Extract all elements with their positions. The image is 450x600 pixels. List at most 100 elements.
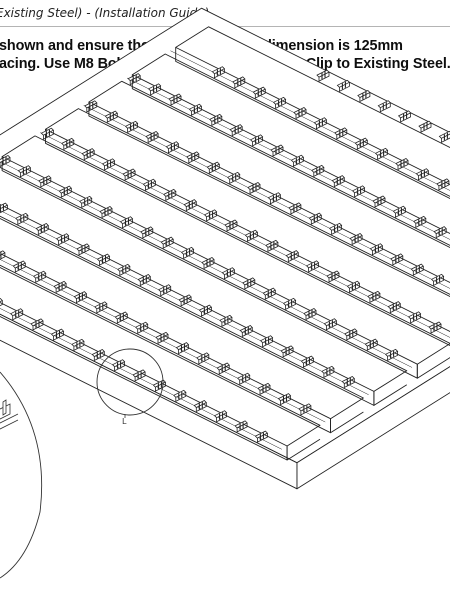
fixing-clip xyxy=(145,131,159,144)
fixing-clip xyxy=(300,355,315,368)
detail-view-arc xyxy=(0,371,43,579)
fixing-clip xyxy=(38,175,52,188)
fixing-clip xyxy=(193,400,207,413)
fixing-clip xyxy=(346,280,361,293)
fixing-clip xyxy=(288,202,302,215)
fixing-clip xyxy=(305,260,320,273)
fixing-clip xyxy=(17,165,32,178)
fixing-clip xyxy=(390,253,404,266)
fixing-clip xyxy=(308,212,322,225)
bay-inner-face xyxy=(330,411,364,434)
fixing-clip xyxy=(341,376,355,389)
fixing-clip xyxy=(213,410,228,423)
fixing-clip xyxy=(436,178,450,191)
fixing-clip xyxy=(209,113,223,127)
fixing-clip xyxy=(165,141,180,154)
fixing-clip xyxy=(313,117,328,130)
fixing-clip xyxy=(0,250,6,260)
fixing-clip xyxy=(433,226,447,239)
fixing-clip xyxy=(58,185,72,198)
fixing-clip xyxy=(33,270,47,283)
fixing-clip xyxy=(114,311,128,324)
fixing-clip xyxy=(0,202,9,214)
fixing-clip xyxy=(323,318,338,331)
fixing-clip xyxy=(178,294,192,307)
fixing-clip xyxy=(99,206,113,219)
fixing-clip xyxy=(407,311,422,324)
fixing-clip xyxy=(438,130,450,143)
fixing-clip xyxy=(227,171,241,184)
fixing-clip xyxy=(354,137,368,150)
fixing-clip xyxy=(137,274,151,287)
fixing-clip xyxy=(124,120,139,133)
fixing-clip xyxy=(272,96,287,109)
fixing-clip xyxy=(175,342,190,355)
fixing-clip xyxy=(216,362,230,375)
fixing-clip xyxy=(84,100,98,113)
fixing-clip xyxy=(229,124,243,137)
fixing-clip xyxy=(316,69,330,82)
fixing-clip xyxy=(237,372,251,385)
fixing-clip xyxy=(290,154,305,167)
fixing-clip xyxy=(265,239,279,253)
fixing-clip xyxy=(168,93,182,106)
fixing-clip xyxy=(0,298,3,307)
fixing-clip xyxy=(280,345,294,358)
detail-callout xyxy=(0,348,164,579)
fixing-clip xyxy=(232,76,246,89)
fixing-clip xyxy=(351,185,366,198)
detail-reference-label: L xyxy=(122,417,127,426)
fixing-clip xyxy=(81,148,95,161)
fixing-clip xyxy=(119,216,134,229)
fixing-clip xyxy=(410,263,424,276)
fixing-clip xyxy=(303,308,317,321)
fixing-clip xyxy=(163,188,177,202)
fixing-clip xyxy=(413,215,427,229)
fixing-clip xyxy=(53,280,67,294)
bay-opening xyxy=(0,215,364,420)
fixing-clip xyxy=(188,103,203,116)
fixing-clip xyxy=(364,338,378,351)
fixing-clip xyxy=(40,127,55,140)
detail-circle xyxy=(96,348,164,416)
fixing-clip xyxy=(173,389,187,402)
fixing-clip xyxy=(285,250,299,263)
fixing-clip xyxy=(349,233,363,246)
fixing-clip xyxy=(257,382,271,396)
fixing-clip xyxy=(357,90,371,103)
steel-frame xyxy=(0,7,450,490)
fixing-clip xyxy=(135,321,149,334)
fixing-clip xyxy=(104,110,118,123)
fixing-clip xyxy=(35,223,49,236)
fixing-clip xyxy=(267,192,282,205)
fixing-clip xyxy=(367,290,381,304)
bay-opening xyxy=(0,264,321,447)
fixing-clip xyxy=(369,243,384,256)
fixing-clip xyxy=(158,284,172,297)
fixing-clip xyxy=(117,263,131,276)
fixing-clip xyxy=(326,270,340,283)
fixing-clip xyxy=(111,359,126,372)
fixing-clip xyxy=(183,199,197,212)
fixing-clip xyxy=(142,178,157,191)
fixing-clip xyxy=(12,260,26,273)
fixing-clip xyxy=(30,318,44,331)
fixing-clip xyxy=(91,349,105,362)
fixing-clip xyxy=(397,110,412,123)
fixing-clip xyxy=(94,301,108,314)
detail-clip-fragment xyxy=(0,399,19,430)
fixing-clip xyxy=(270,144,284,157)
bay-opening xyxy=(131,53,450,235)
bay-inner-face xyxy=(131,74,450,249)
bay-inner-face xyxy=(175,47,450,200)
fixing-clip xyxy=(249,134,264,147)
fixing-clip xyxy=(374,147,389,160)
fixing-clip xyxy=(196,352,210,365)
fixing-clip xyxy=(76,243,90,256)
bay-opening xyxy=(88,80,450,284)
fixing-clip xyxy=(415,168,430,181)
fixing-clip xyxy=(321,365,335,378)
fixing-clip xyxy=(247,182,261,195)
fixing-clip xyxy=(206,161,220,174)
